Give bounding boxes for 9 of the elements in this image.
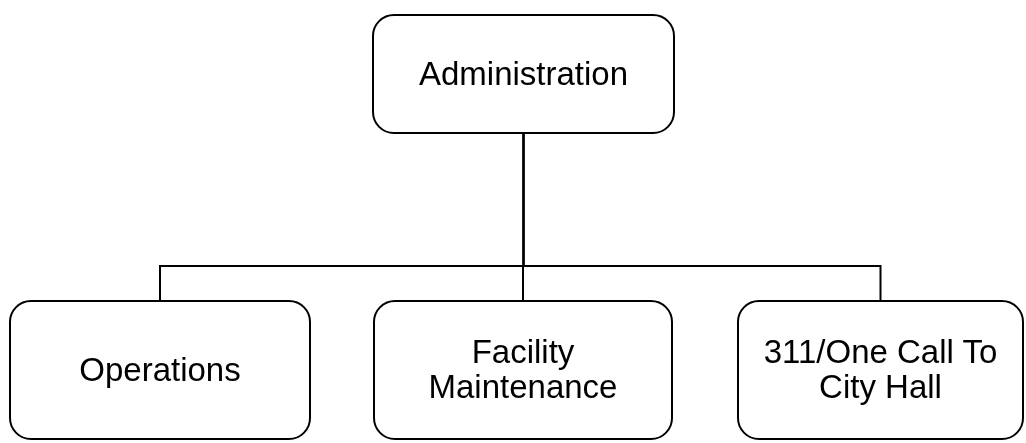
org-box bbox=[9, 300, 311, 440]
org-box bbox=[373, 300, 673, 440]
box-label: 311/One Call To City Hall bbox=[762, 335, 999, 405]
box-label: Facility Maintenance bbox=[427, 335, 619, 405]
box-label: Operations bbox=[79, 352, 241, 388]
box-label: Administration bbox=[418, 56, 629, 92]
org-box bbox=[737, 300, 1024, 440]
connector-line bbox=[522, 133, 882, 301]
org-box bbox=[372, 14, 675, 134]
